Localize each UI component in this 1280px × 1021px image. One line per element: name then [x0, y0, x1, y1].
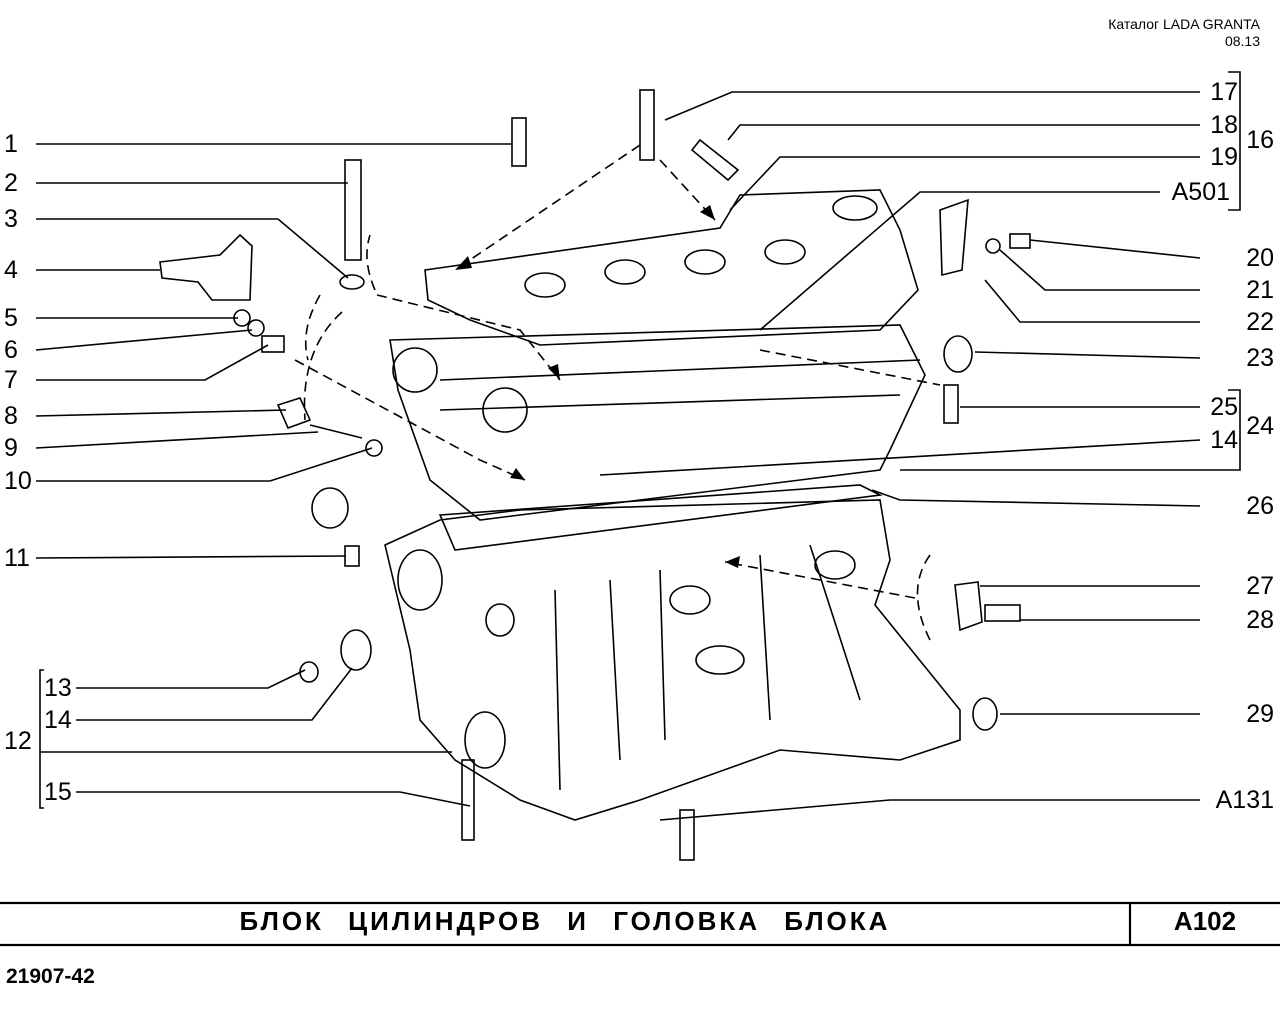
callout-8: 8	[4, 402, 18, 430]
page-title: БЛОК ЦИЛИНДРОВ И ГОЛОВКА БЛОКА	[239, 906, 891, 936]
callout-29: 29	[1246, 700, 1274, 728]
callout-19: 19	[1210, 143, 1238, 171]
callout-1: 1	[4, 130, 18, 158]
callout-14-left: 14	[44, 706, 72, 734]
callout-14-right: 14	[1210, 426, 1238, 454]
callout-11: 11	[4, 544, 30, 572]
callout-10: 10	[4, 467, 32, 495]
document-number: 21907-42	[6, 965, 95, 988]
callout-4: 4	[4, 256, 18, 284]
callout-15: 15	[44, 778, 72, 806]
callout-A131: A131	[1215, 786, 1274, 814]
callout-2: 2	[4, 169, 18, 197]
callout-25: 25	[1210, 393, 1238, 421]
callout-21: 21	[1246, 276, 1274, 304]
callout-6: 6	[4, 336, 18, 364]
callout-26: 26	[1246, 492, 1274, 520]
callout-7: 7	[4, 366, 18, 394]
callout-22: 22	[1246, 308, 1274, 336]
callout-20: 20	[1246, 244, 1274, 272]
callout-12: 12	[4, 727, 32, 755]
callout-13: 13	[44, 674, 72, 702]
callout-24: 24	[1246, 412, 1274, 440]
callout-18: 18	[1210, 111, 1238, 139]
callout-3: 3	[4, 205, 18, 233]
catalog-date: 08.13	[1224, 33, 1260, 49]
callout-17: 17	[1210, 78, 1238, 106]
callout-28: 28	[1246, 606, 1274, 634]
catalog-title: Каталог LADA GRANTA	[1108, 16, 1260, 32]
callout-23: 23	[1246, 344, 1274, 372]
callout-27: 27	[1246, 572, 1274, 600]
section-code: A102	[1173, 906, 1237, 936]
callout-A501: A501	[1171, 178, 1230, 206]
callout-9: 9	[4, 434, 18, 462]
callout-16: 16	[1246, 126, 1274, 154]
callout-5: 5	[4, 304, 18, 332]
